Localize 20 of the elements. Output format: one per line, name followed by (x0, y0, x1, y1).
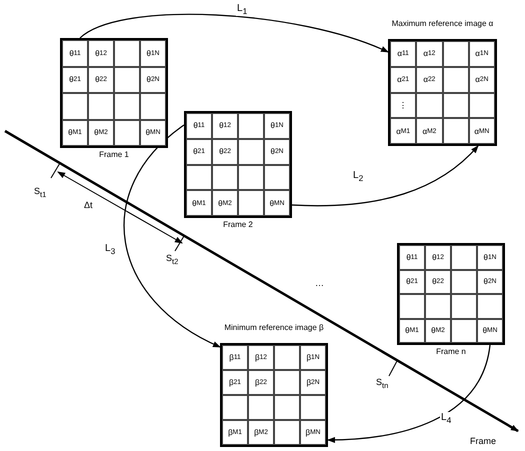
sample-point-label: S$_{t2}$ (166, 253, 178, 266)
axis-label: Frame (470, 436, 496, 446)
edge-label: L$_{2}$ (352, 170, 364, 183)
edge-label: L$_{1}$ (236, 3, 248, 16)
image-title: Frame 2 (222, 220, 254, 229)
arrow (327, 344, 491, 443)
image-title: Frame n (435, 347, 467, 356)
edge-label: L$_{4}$ (440, 412, 452, 425)
arrow (124, 124, 221, 348)
sample-point-label: S$_{t1}$ (34, 186, 46, 199)
interval-label: Δt (84, 200, 93, 210)
image-title: Frame 1 (98, 150, 130, 159)
edge-label: L$_{3}$ (104, 243, 116, 256)
grid-cell: ⋮ (390, 92, 416, 118)
sample-point-label: S$_{tn}$ (376, 377, 388, 390)
image-title: Maximum reference image α (390, 19, 494, 28)
arrow (80, 14, 389, 53)
image-title: Minimum reference image β (223, 323, 325, 332)
ellipsis: … (315, 278, 324, 288)
arrow (292, 145, 479, 206)
